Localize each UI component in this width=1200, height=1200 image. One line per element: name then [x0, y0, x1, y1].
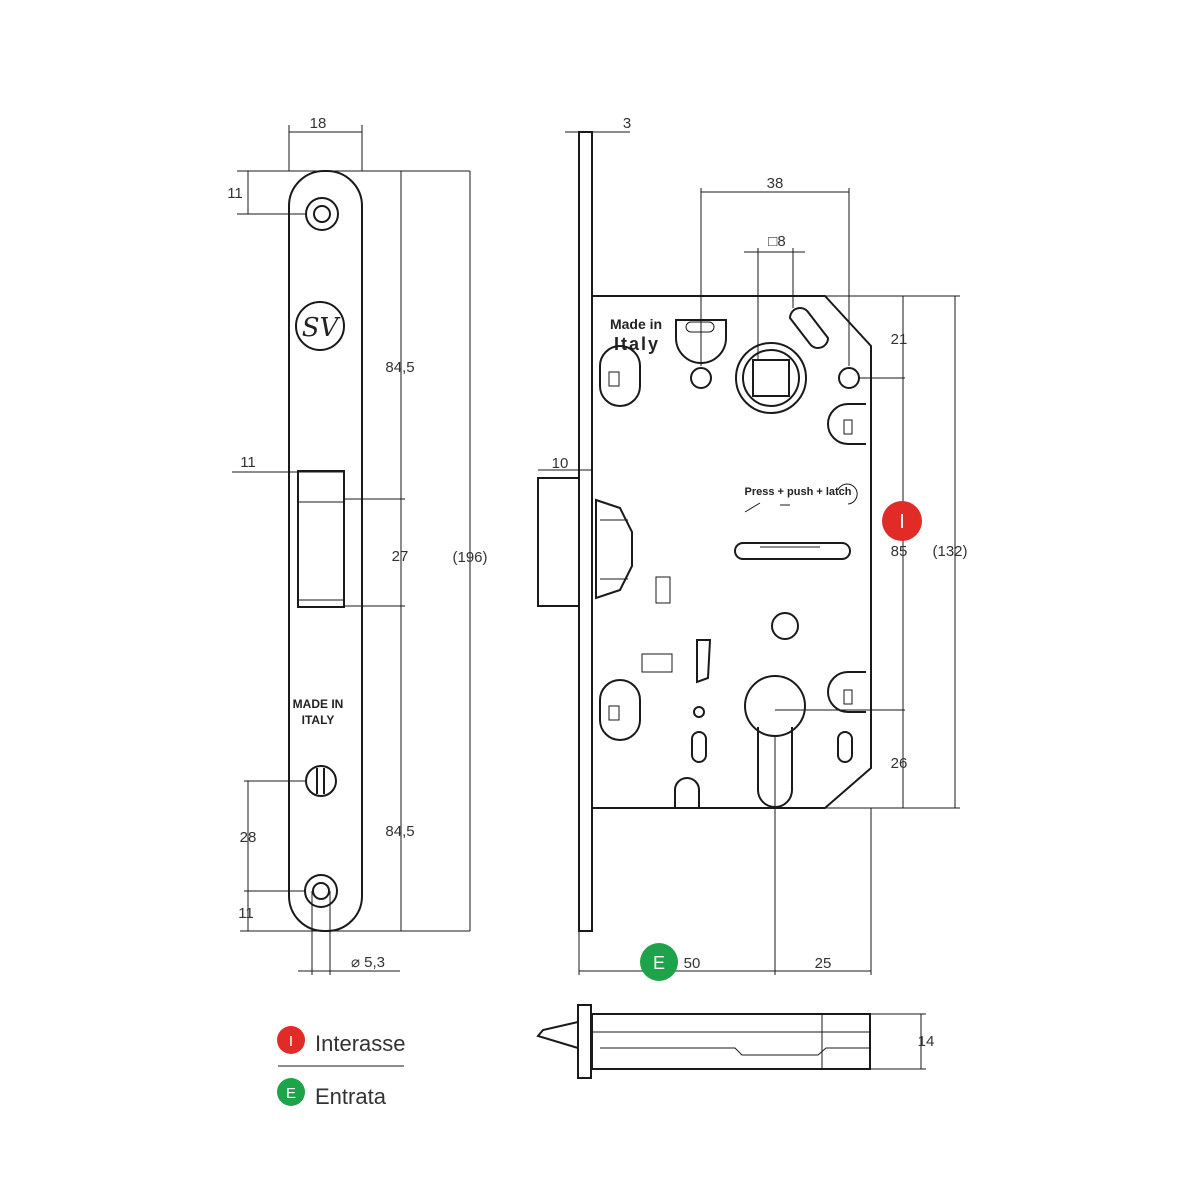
legend-label-entrata: Entrata [315, 1084, 387, 1109]
boss-right-lower [827, 671, 866, 713]
pawl [696, 639, 712, 684]
instruction-arrows-icon [744, 483, 858, 513]
brand-logo: SV [295, 301, 345, 351]
dim-spindle-distance: 38 [767, 175, 784, 192]
tumbler-slot [788, 307, 830, 349]
top-case [591, 1013, 871, 1070]
instruction-text: Press + push + latch [745, 486, 852, 498]
legend: I Interasse E Entrata [277, 1026, 406, 1109]
dim-upper-length: 84,5 [385, 359, 414, 376]
dim-top-offset: 21 [891, 331, 908, 348]
slot-screw [305, 765, 337, 797]
lock-case [591, 295, 872, 809]
guide-slot [734, 542, 851, 560]
spindle-hub [735, 342, 807, 414]
dim-width: 18 [310, 115, 327, 132]
faceplate-outline [288, 170, 363, 932]
lock-body-side-view: Made in Italy Press + push + latch [537, 131, 872, 932]
latch-mechanism [595, 498, 671, 604]
dim-total-length: (196) [452, 549, 487, 566]
dim-case-depth: 14 [918, 1033, 935, 1050]
screw-boss-lower-left [599, 679, 641, 741]
boss-top-left [675, 319, 727, 364]
bottom-notch [674, 777, 700, 809]
spindle-reference-hole [690, 367, 712, 389]
front-dimensions: 18 11 84,5 11 27 (196) 84,5 28 11 ⌀ 5,3 [227, 115, 488, 975]
dim-latch-projection: 10 [552, 455, 569, 472]
legend-badge-interasse [277, 1026, 305, 1054]
lock-top-view: 14 [536, 1004, 935, 1079]
dim-lower-length: 84,5 [385, 823, 414, 840]
made-in-stamp-front-2: ITALY [302, 713, 335, 727]
latch-bolt-side [537, 477, 580, 607]
boss-right-upper [827, 403, 866, 445]
latch-front [297, 470, 345, 608]
side-dimensions: 3 38 □8 10 21 85 (132) 26 50 25 [538, 115, 968, 975]
dim-spindle-square: □8 [768, 233, 785, 250]
legend-item-interasse: I Interasse [277, 1026, 406, 1056]
top-screw-hole [305, 197, 339, 231]
svg-text:SV: SV [302, 313, 341, 343]
faceplate-side [578, 131, 593, 932]
top-latch [536, 1021, 579, 1049]
bottom-screw-hole-inner [312, 882, 330, 900]
interaxis-badge: I [882, 501, 922, 541]
made-in-stamp-front-1: MADE IN [293, 697, 344, 711]
spring-block [641, 653, 673, 673]
center-hole [771, 612, 799, 640]
legend-label-interasse: Interasse [315, 1031, 406, 1056]
entry-badge: E [640, 943, 678, 981]
dim-bottom-hole: 11 [238, 905, 254, 922]
upper-right-hole [838, 367, 860, 389]
top-screw-hole-inner [313, 205, 331, 223]
dim-bottom-offset: 26 [891, 755, 908, 772]
dim-latch-offset: 11 [240, 454, 256, 471]
dim-faceplate-thickness: 3 [623, 115, 631, 132]
dim-hole-diameter: ⌀ 5,3 [351, 954, 385, 971]
lower-slot-left [691, 731, 707, 763]
top-faceplate [577, 1004, 592, 1079]
dim-interaxis: 85 [891, 543, 908, 560]
dim-top-hole: 11 [227, 185, 243, 202]
bottom-screw-hole [304, 874, 338, 908]
legend-item-entrata: E Entrata [277, 1078, 387, 1109]
svg-text:E: E [286, 1085, 296, 1102]
svg-text:E: E [653, 953, 665, 973]
made-in-stamp-side-2: Italy [614, 334, 660, 354]
dim-body-height: (132) [932, 543, 967, 560]
svg-text:I: I [289, 1033, 293, 1050]
faceplate-front-view: SV MADE IN ITALY [288, 170, 363, 932]
dim-latch-height: 27 [392, 548, 409, 565]
dim-cylinder-edge: 25 [815, 955, 832, 972]
lower-slot-right [837, 731, 853, 763]
dim-screw-spacing: 28 [240, 829, 257, 846]
legend-badge-entrata [277, 1078, 305, 1106]
made-in-stamp-side-1: Made in [610, 316, 662, 332]
dim-backset: 50 [684, 955, 701, 972]
screw-boss-upper-left [599, 345, 641, 407]
svg-text:I: I [899, 511, 905, 533]
